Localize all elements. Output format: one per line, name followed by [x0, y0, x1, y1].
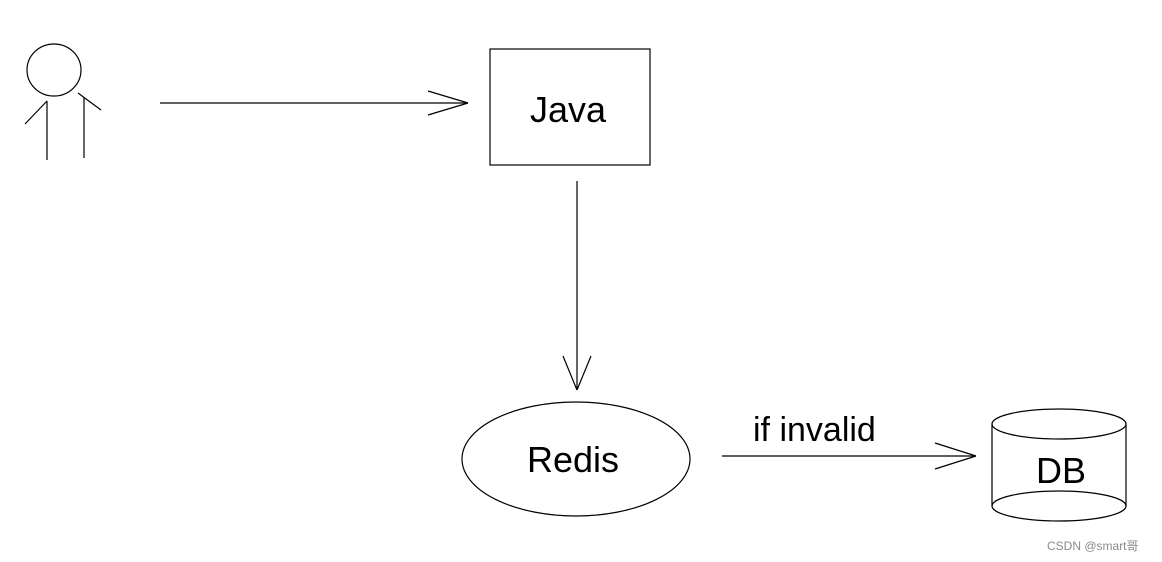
db-cylinder-icon: [991, 408, 1127, 522]
watermark-text: CSDN @smart哥: [1047, 539, 1139, 553]
db-label: DB: [1036, 450, 1087, 491]
redis-label: Redis: [527, 439, 620, 480]
actor-head: [26, 43, 82, 97]
arrow-java-to-redis: [562, 181, 592, 391]
user-actor-icon: [24, 43, 102, 160]
redis-ellipse: [461, 401, 691, 517]
actor-left-arm: [24, 100, 48, 125]
java-box: [489, 48, 651, 166]
arrow-user-to-java: [160, 90, 469, 116]
db-top-ellipse: [991, 408, 1127, 440]
java-label: Java: [530, 89, 607, 130]
actor-right-arm: [77, 92, 102, 111]
db-bottom-ellipse: [991, 490, 1127, 522]
edge-label-if-invalid: if invalid: [753, 411, 876, 449]
arrow-redis-to-db: [722, 442, 977, 470]
